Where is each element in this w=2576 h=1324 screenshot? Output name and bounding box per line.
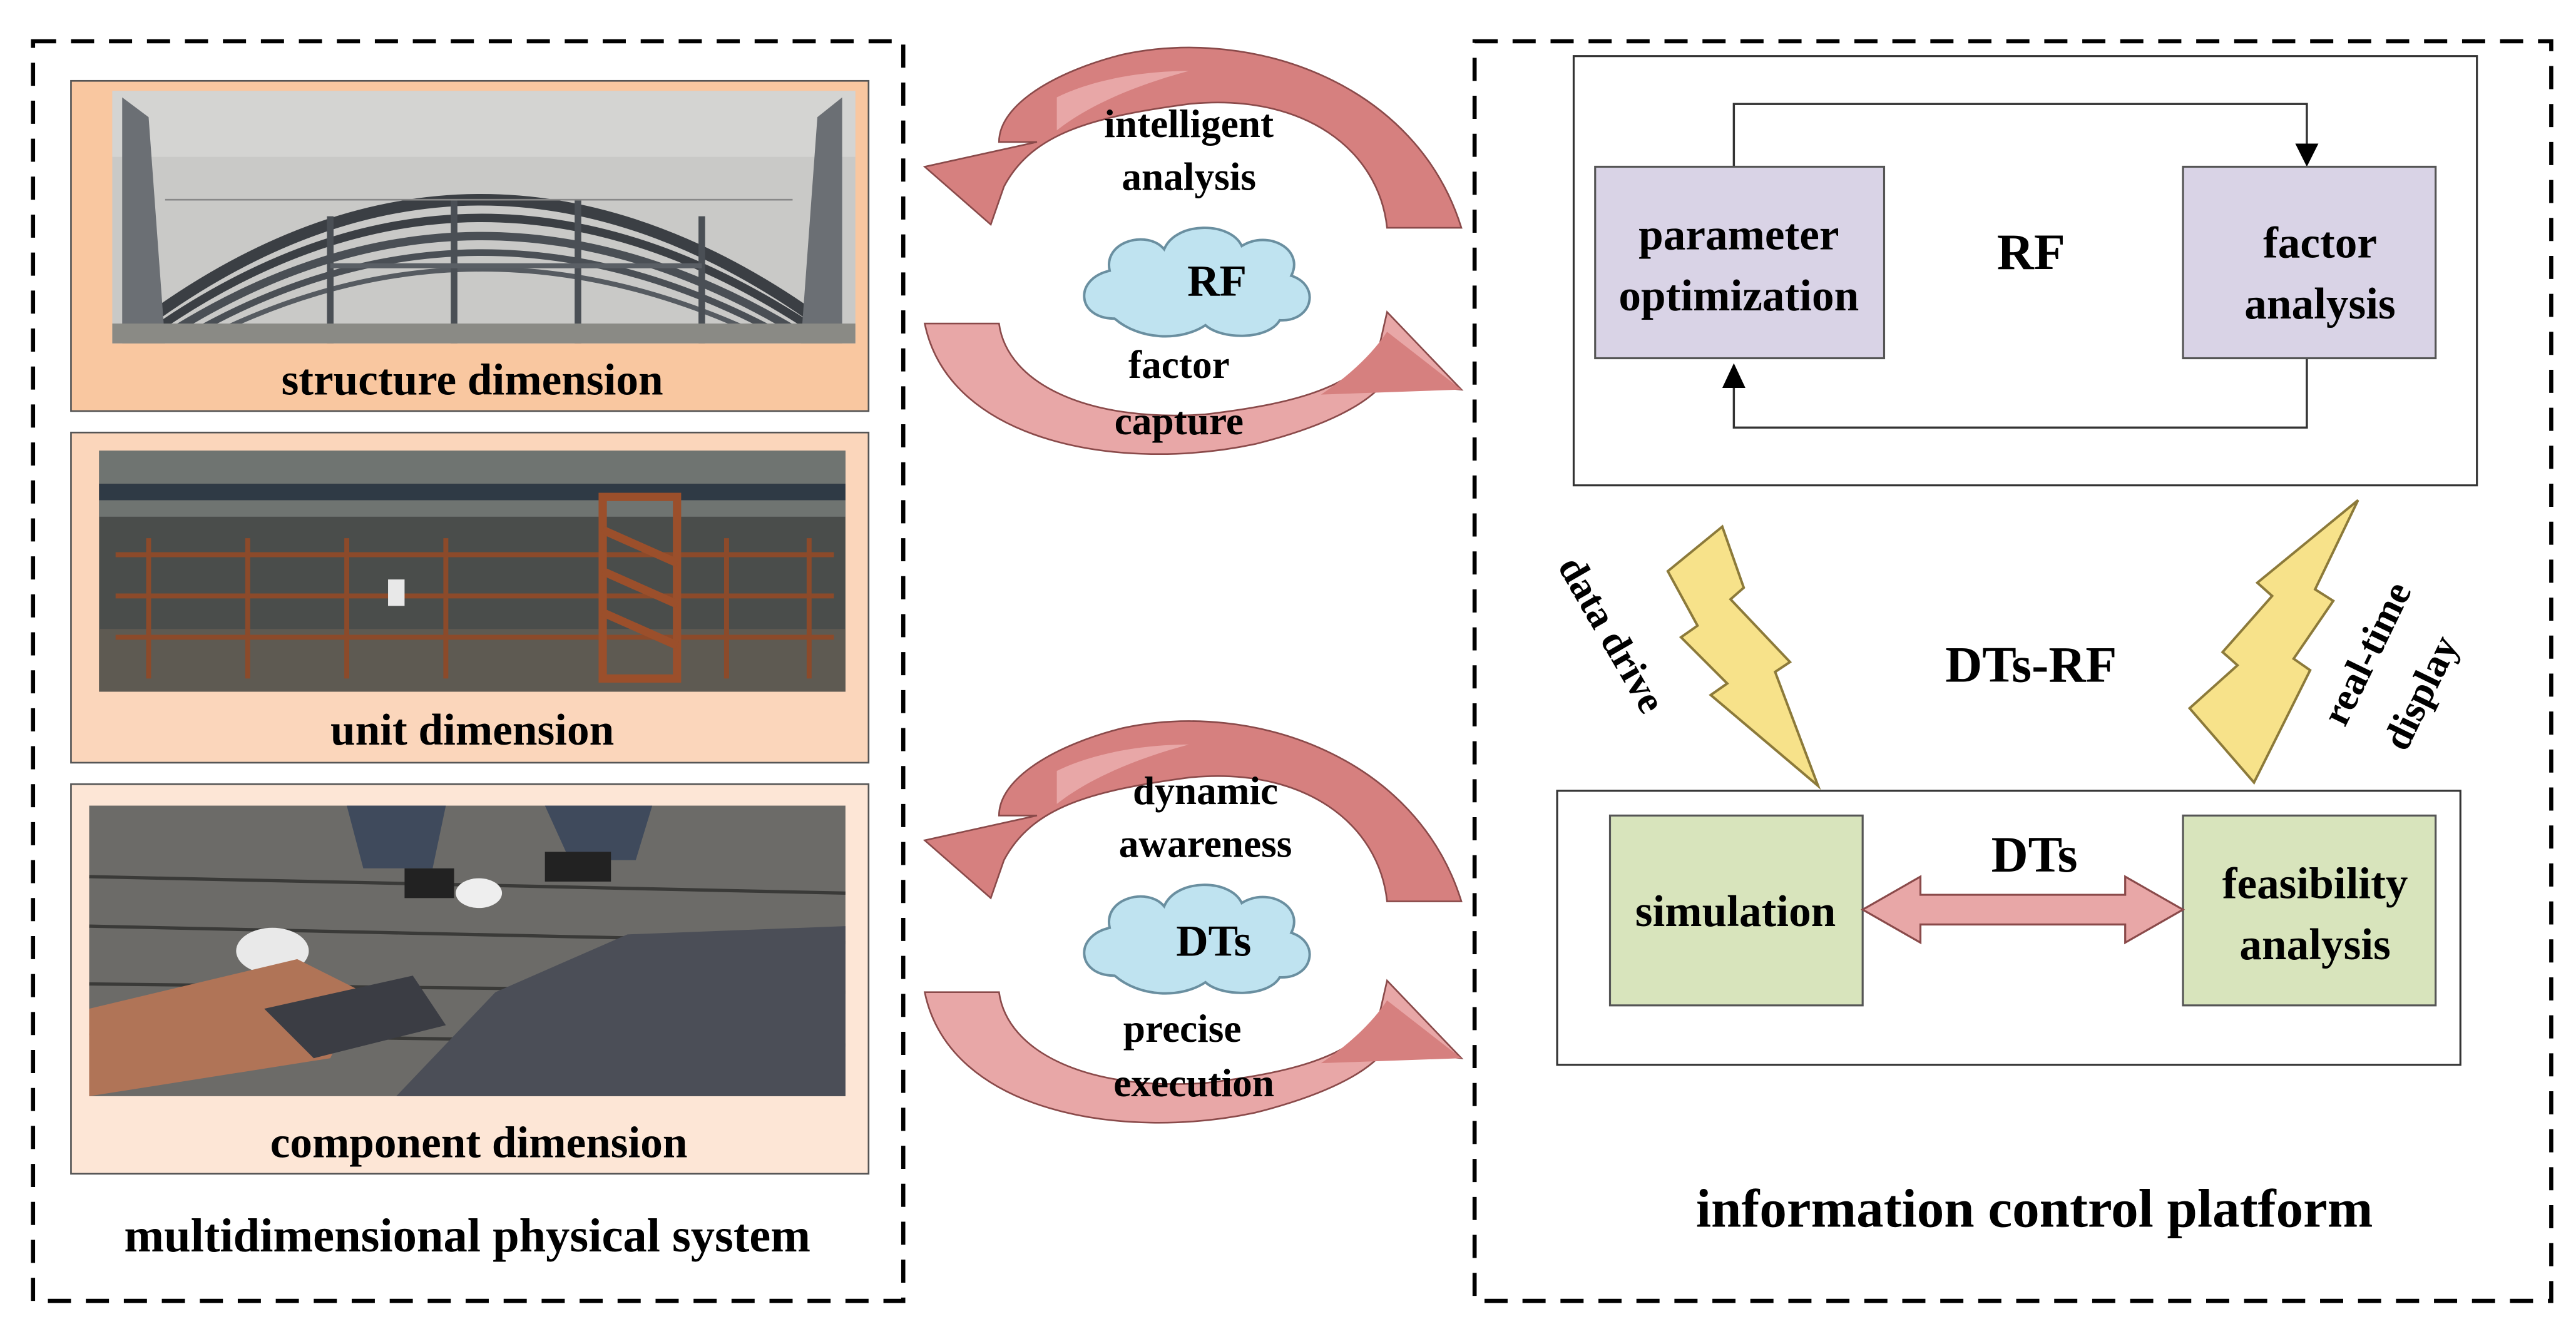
awareness-label: awareness [1119,822,1292,865]
analysis-box-label: analysis [2244,280,2395,328]
parameter-optimization-box [1594,165,1886,360]
information-platform-title: information control platform [1696,1178,2373,1238]
dynamic-awareness-arrow [923,720,1463,902]
intelligent-analysis-arrow [923,46,1463,229]
rf-cloud-icon [1083,227,1311,338]
structure-dimension-panel: structure dimension [70,79,870,412]
factor-box-label: factor [2263,219,2377,268]
component-dimension-panel: component dimension [70,783,870,1175]
top-feedback-line [1732,103,2308,167]
execution-label: execution [1113,1061,1274,1105]
rf-cloud-label: RF [1187,257,1247,305]
rf-center-label: RF [1997,223,2065,280]
workers-tying-rebar-photo [89,805,846,1096]
structure-dimension-label: structure dimension [282,356,663,405]
bidirectional-arrow-icon [1860,875,2185,945]
analysis-label: analysis [1122,155,1256,198]
unit-dimension-label: unit dimension [330,706,614,755]
dts-rf-label: DTs-RF [1945,636,2117,693]
data-drive-bolt-icon [1666,524,1821,790]
factor-label: factor [1128,343,1230,387]
intelligent-label: intelligent [1104,102,1274,146]
simulation-box [1608,814,1864,1007]
dynamic-label: dynamic [1133,769,1278,813]
precise-label: precise [1123,1007,1242,1051]
simulation-label: simulation [1635,887,1836,936]
factor-analysis-box [2182,165,2437,360]
feasibility-analysis-box [2182,814,2437,1007]
dts-module: simulation feasibility analysis DTs [1556,790,2461,1066]
optimization-label: optimization [1618,272,1859,320]
physical-system-title: multidimensional physical system [124,1209,810,1262]
data-drive-label: data drive [1550,549,1674,720]
feasibility-label: feasibility [2222,859,2408,908]
up-arrowhead-icon [1722,363,1745,389]
rf-feedback-cycle: intelligent analysis RF factor capture [923,46,1464,456]
arched-roof-steel-truss-photo [112,91,856,344]
dts-cloud-label: DTs [1176,917,1251,966]
capture-label: capture [1115,399,1244,443]
physical-system-frame [31,39,906,1303]
real-time-display-bolt-icon [2187,499,2359,785]
information-platform-frame [1472,39,2553,1303]
rf-module: parameter optimization factor analysis R… [1572,55,2478,487]
parameter-label: parameter [1638,210,1839,259]
dts-feedback-cycle: dynamic awareness DTs precise execution [923,720,1464,1124]
down-arrowhead-icon [2295,143,2319,167]
unit-dimension-panel: unit dimension [70,431,870,764]
dts-center-label: DTs [1991,826,2078,883]
component-dimension-label: component dimension [270,1119,688,1168]
steel-scaffold-frame-photo [99,451,846,692]
feasibility-analysis-label: analysis [2239,920,2390,969]
dts-cloud-icon [1083,884,1311,995]
bottom-feedback-line [1732,358,2308,429]
